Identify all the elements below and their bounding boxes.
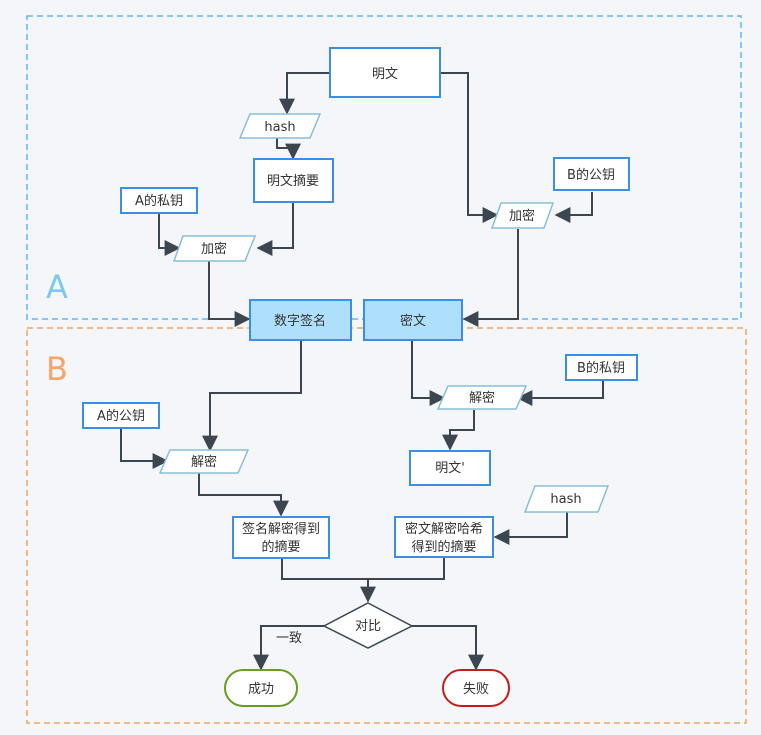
edge-sigdigest-compare xyxy=(281,558,376,603)
edge-cipher-decrypt xyxy=(411,341,446,406)
node-plaintext[interactable]: 明文 xyxy=(329,47,441,98)
node-a-private-key[interactable]: A的私钥 xyxy=(120,187,198,214)
svg-text:加密: 加密 xyxy=(201,241,227,257)
edge-signature-decrypt xyxy=(202,340,302,452)
region-b-label: B xyxy=(46,350,68,388)
edge-plaintext-encryptmsg xyxy=(440,72,499,223)
edge-label-match: 一致 xyxy=(276,631,302,646)
svg-text:明文摘要: 明文摘要 xyxy=(267,173,319,189)
svg-text:数字签名: 数字签名 xyxy=(274,313,326,329)
node-failure[interactable]: 失败 xyxy=(442,669,510,707)
svg-text:成功: 成功 xyxy=(248,682,274,697)
node-ciphertext[interactable]: 密文 xyxy=(363,299,463,341)
edge-aprivkey-encrypt xyxy=(158,213,181,256)
edge-decrypt-plaintextprime xyxy=(442,410,475,451)
svg-text:解密: 解密 xyxy=(469,390,495,406)
svg-text:A的公钥: A的公钥 xyxy=(97,408,145,424)
node-hash-a[interactable]: hash xyxy=(238,113,322,139)
node-decrypt-sign[interactable]: 解密 xyxy=(158,449,250,474)
svg-text:解密: 解密 xyxy=(191,454,217,470)
svg-text:对比: 对比 xyxy=(355,619,381,634)
svg-text:B的公钥: B的公钥 xyxy=(567,167,615,183)
svg-text:hash: hash xyxy=(550,492,581,507)
edge-hash-digest xyxy=(276,138,301,160)
svg-text:密文: 密文 xyxy=(400,313,426,329)
edge-plaintext-hash xyxy=(279,72,330,115)
node-decrypt-msg[interactable]: 解密 xyxy=(436,385,528,410)
node-success[interactable]: 成功 xyxy=(224,669,298,707)
svg-text:签名解密得到: 签名解密得到 xyxy=(242,521,320,537)
edge-digest-encrypt xyxy=(256,203,294,256)
edge-compare-success xyxy=(253,625,324,671)
node-encrypt-sign[interactable]: 加密 xyxy=(172,235,257,262)
svg-text:失败: 失败 xyxy=(463,682,489,697)
edge-cipherdigest-compare xyxy=(368,556,445,580)
svg-text:密文解密哈希: 密文解密哈希 xyxy=(405,521,483,537)
node-digest[interactable]: 明文摘要 xyxy=(253,158,334,203)
node-digital-signature[interactable]: 数字签名 xyxy=(249,299,352,341)
node-a-public-key[interactable]: A的公钥 xyxy=(82,402,160,429)
edge-hash-cipherdigest xyxy=(493,512,568,545)
svg-text:hash: hash xyxy=(264,120,295,135)
node-hash-b[interactable]: hash xyxy=(523,485,610,513)
region-b-frame xyxy=(26,327,747,724)
svg-text:得到的摘要: 得到的摘要 xyxy=(411,539,476,555)
edge-encrypt-signature xyxy=(208,261,251,327)
edge-compare-failure xyxy=(412,625,484,671)
node-signature-digest[interactable]: 签名解密得到 的摘要 xyxy=(232,516,330,559)
node-b-public-key[interactable]: B的公钥 xyxy=(553,157,630,191)
edge-encryptmsg-cipher xyxy=(462,229,519,327)
edge-bpubkey-encryptmsg xyxy=(554,192,593,223)
svg-text:加密: 加密 xyxy=(509,208,535,224)
edge-bprivkey-decrypt xyxy=(516,381,604,406)
region-a-label: A xyxy=(46,268,68,306)
svg-text:明文: 明文 xyxy=(372,67,398,82)
svg-text:的摘要: 的摘要 xyxy=(261,539,300,555)
svg-text:明文': 明文' xyxy=(435,461,465,476)
svg-text:B的私钥: B的私钥 xyxy=(577,360,625,376)
edge-apubkey-decrypt xyxy=(120,429,169,469)
edge-decrypt-sigdigest xyxy=(198,473,289,517)
svg-text:A的私钥: A的私钥 xyxy=(135,193,183,209)
node-b-private-key[interactable]: B的私钥 xyxy=(565,354,638,381)
node-plaintext-prime[interactable]: 明文' xyxy=(409,450,491,486)
node-compare[interactable]: 对比 xyxy=(322,602,414,649)
node-cipher-digest[interactable]: 密文解密哈希 得到的摘要 xyxy=(394,516,494,558)
node-encrypt-msg[interactable]: 加密 xyxy=(490,202,555,229)
